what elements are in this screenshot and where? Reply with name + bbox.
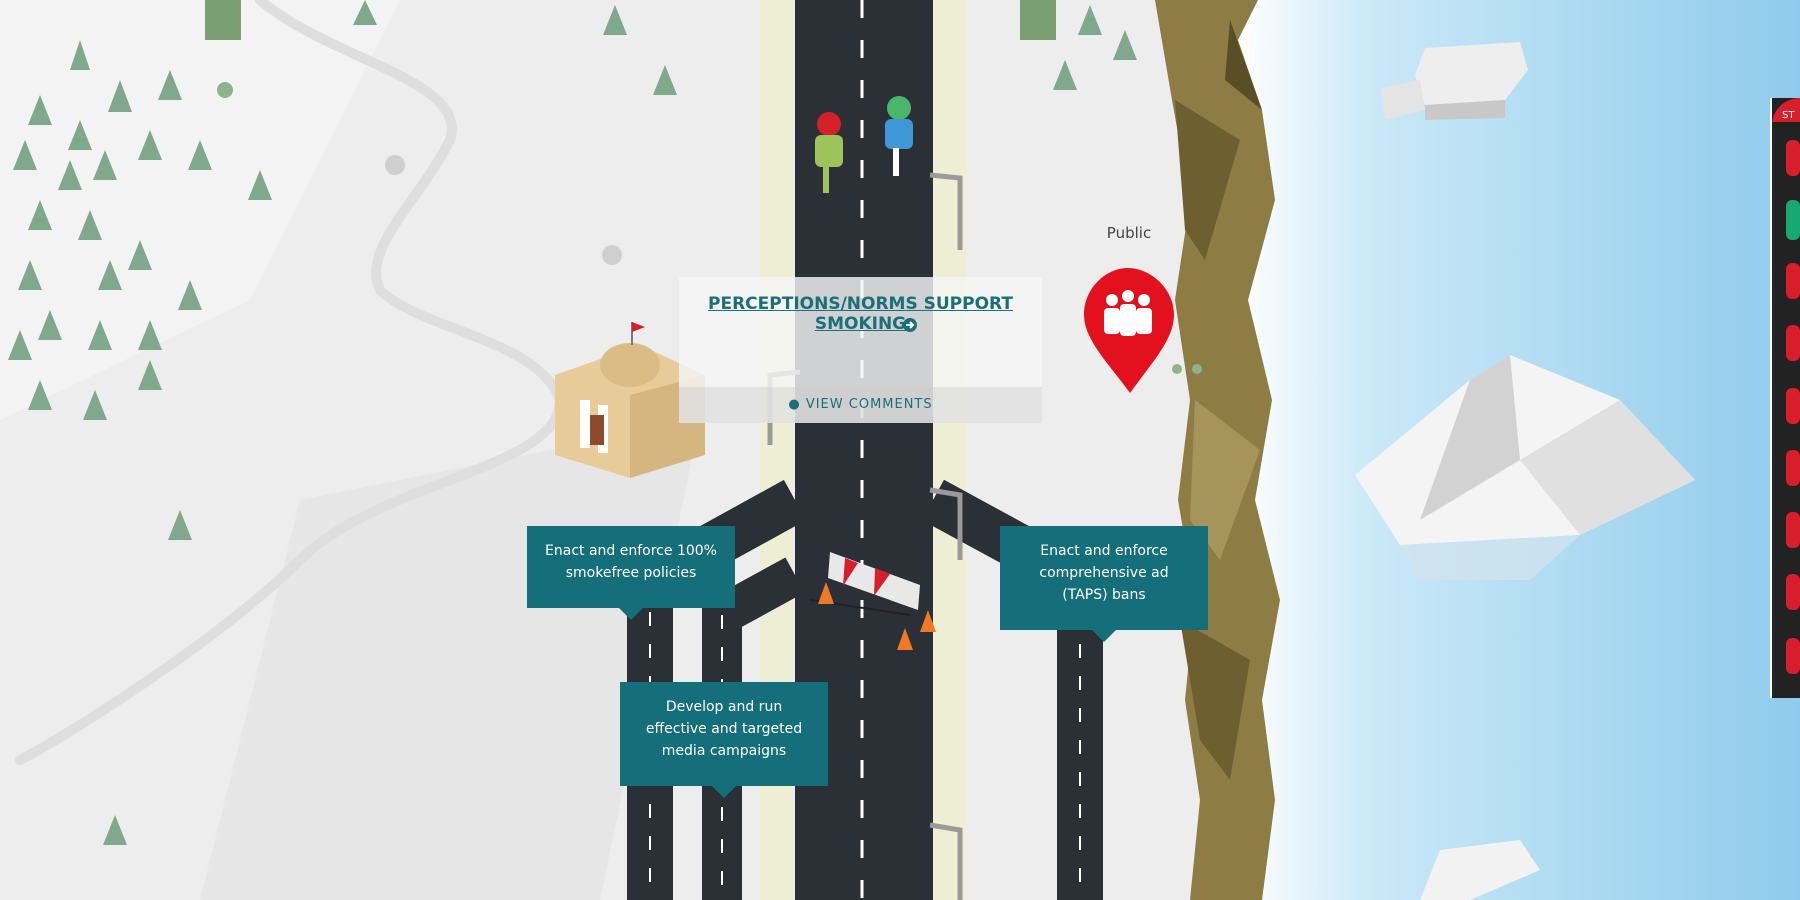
callout-line: smokefree policies xyxy=(565,565,697,581)
side-rail[interactable]: ST xyxy=(1770,98,1800,698)
callout-line: Enact and enforce xyxy=(1040,543,1168,559)
marker-icon[interactable] xyxy=(1786,638,1800,674)
side-rail-tab[interactable]: ST xyxy=(1782,110,1795,121)
callout-line: Develop and run xyxy=(665,699,783,715)
arrow-circle-icon xyxy=(903,318,917,332)
warning-icon[interactable] xyxy=(1786,263,1800,299)
no-entry-icon[interactable] xyxy=(1786,388,1800,424)
callout-line: comprehensive ad xyxy=(1039,565,1169,581)
speech-bubble-icon: ● xyxy=(788,397,801,412)
stop-icon[interactable] xyxy=(1786,140,1800,176)
callout-line: (TAPS) bans xyxy=(1062,587,1146,603)
callout-line: media campaigns xyxy=(661,743,787,759)
callout-smokefree-policies[interactable]: Enact and enforce 100% smokefree policie… xyxy=(527,526,735,620)
callout-taps-bans[interactable]: Enact and enforce comprehensive ad (TAPS… xyxy=(1000,526,1208,642)
view-comments-label: VIEW COMMENTS xyxy=(805,397,933,412)
perceptions-title-link[interactable]: PERCEPTIONS/NORMS SUPPORT SMOKING xyxy=(708,294,1013,334)
perception-panel: PERCEPTIONS/NORMS SUPPORT SMOKING ● VIEW… xyxy=(679,277,1042,423)
marker-icon[interactable] xyxy=(1786,574,1800,610)
callout-media-campaigns[interactable]: Develop and run effective and targeted m… xyxy=(620,682,828,798)
panel-header: PERCEPTIONS/NORMS SUPPORT SMOKING xyxy=(679,277,1042,387)
badge-icon[interactable] xyxy=(1786,200,1800,240)
marker-icon[interactable] xyxy=(1786,450,1800,486)
marker-icon[interactable] xyxy=(1786,512,1800,548)
view-comments-link[interactable]: ● VIEW COMMENTS xyxy=(679,397,1042,412)
public-pin-label: Public xyxy=(1106,224,1152,242)
sign-icon[interactable] xyxy=(1786,325,1800,361)
callout-line: Enact and enforce 100% xyxy=(545,543,717,559)
comments-bar: ● VIEW COMMENTS xyxy=(679,387,1042,423)
callout-line: effective and targeted xyxy=(645,721,803,737)
